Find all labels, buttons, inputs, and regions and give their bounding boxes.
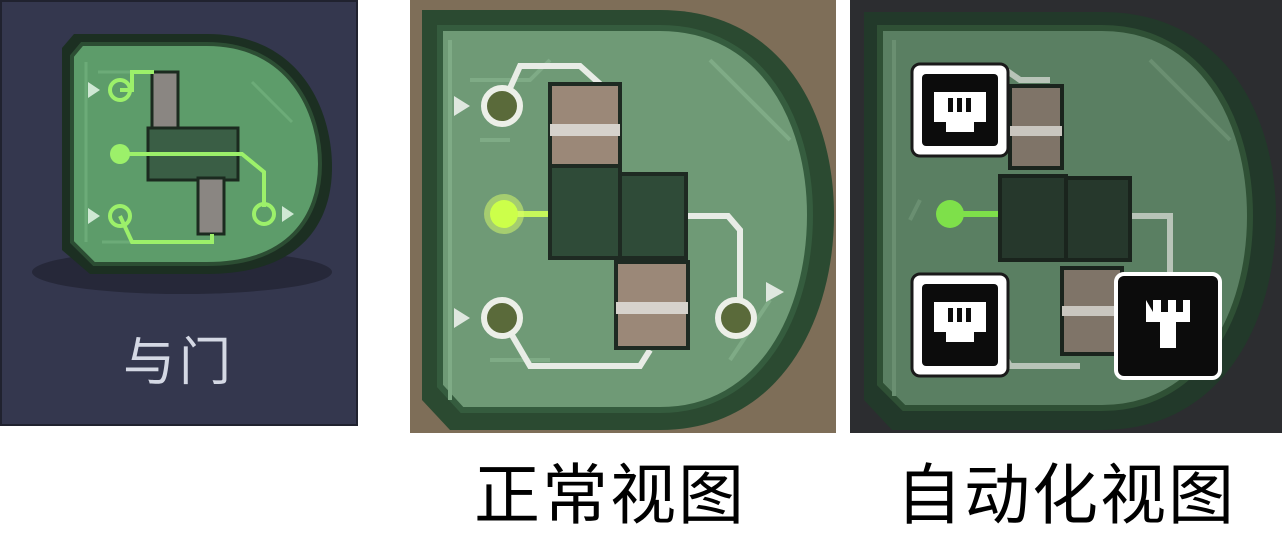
build-menu-item-and-gate[interactable]: 与门 [0, 0, 358, 426]
menu-item-label: 与门 [122, 333, 235, 393]
output-port-icon [1114, 272, 1222, 380]
and-gate-normal-view [422, 10, 834, 430]
input-port-bottom-icon [910, 272, 1010, 378]
and-gate-icon [32, 34, 332, 294]
and-gate-automation-view [864, 12, 1276, 430]
input-port-top-icon [910, 62, 1010, 158]
automation-view-panel [850, 0, 1282, 433]
normal-view-caption: 正常视图 [474, 457, 746, 534]
automation-view-caption: 自动化视图 [896, 457, 1236, 534]
normal-view-panel [410, 0, 836, 433]
